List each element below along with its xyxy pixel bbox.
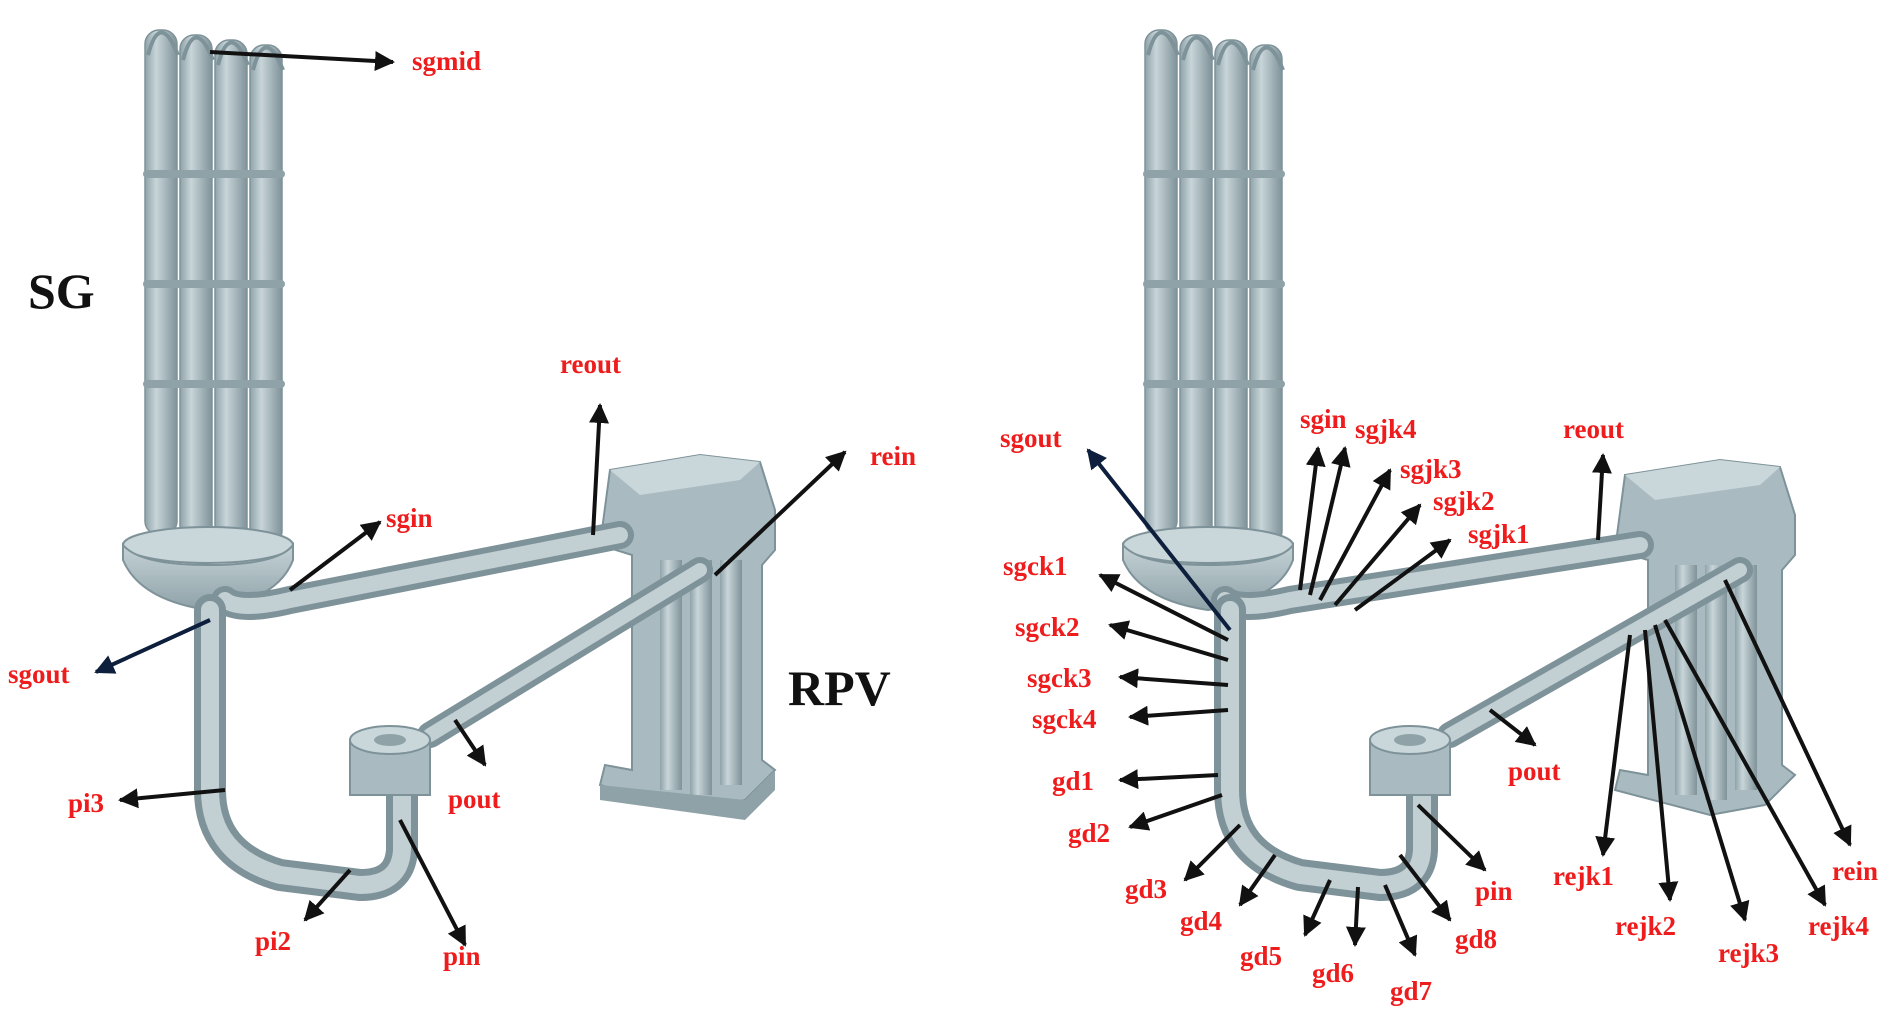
arrow-r-pout	[1488, 708, 1537, 747]
label-r-sgjk1: sgjk1	[1468, 519, 1530, 549]
label-sgout: sgout	[8, 659, 70, 689]
label-rpv: RPV	[788, 660, 891, 716]
label-pout: pout	[448, 784, 501, 814]
left-sg-tube-bundle	[143, 29, 285, 546]
label-r-sgjk3: sgjk3	[1400, 454, 1462, 484]
arrow-r-sgjk1	[1353, 538, 1452, 612]
label-r-sgck3: sgck3	[1027, 663, 1092, 693]
label-r-rejk2: rejk2	[1615, 911, 1676, 941]
label-r-sgck4: sgck4	[1032, 704, 1097, 734]
right-arrows	[1086, 446, 1852, 957]
arrow-sgout	[94, 618, 211, 674]
label-r-pout: pout	[1508, 756, 1561, 786]
arrow-r-gd3	[1183, 823, 1242, 882]
arrow-reout	[589, 403, 610, 536]
arrow-rein	[713, 450, 847, 577]
arrow-r-gd7	[1383, 884, 1418, 957]
right-rpv-vessel	[1613, 458, 1797, 817]
left-pipework	[194, 521, 713, 901]
arrow-r-sgck4	[1128, 705, 1229, 726]
label-r-sgout: sgout	[1000, 423, 1062, 453]
label-pin: pin	[443, 941, 481, 971]
label-pi3: pi3	[68, 788, 104, 818]
arrow-r-pin	[1416, 803, 1487, 872]
label-r-sgjk2: sgjk2	[1433, 486, 1495, 516]
arrow-sgmid	[209, 50, 395, 72]
arrow-r-sgjk4	[1308, 446, 1351, 596]
arrow-sgin	[288, 520, 382, 592]
arrow-r-sgjk2	[1333, 503, 1422, 607]
arrow-r-sgjk3	[1318, 468, 1392, 601]
label-sg: SG	[28, 263, 95, 319]
arrow-r-gd8	[1398, 853, 1452, 922]
label-r-gd6: gd6	[1312, 958, 1354, 988]
arrow-pout	[453, 718, 487, 767]
left-arrows	[94, 50, 847, 947]
arrow-r-rejk4	[1663, 619, 1827, 907]
label-r-sgin: sgin	[1300, 404, 1347, 434]
arrow-r-gd1	[1118, 769, 1219, 790]
label-r-sgck1: sgck1	[1003, 551, 1068, 581]
right-sg-tube-bundle	[1143, 29, 1285, 546]
arrow-r-sgout	[1086, 448, 1232, 632]
label-sgmid: sgmid	[412, 46, 481, 76]
label-rein: rein	[870, 441, 916, 471]
left-rpv-vessel	[598, 453, 777, 820]
right-pipework	[1211, 531, 1753, 901]
label-r-rejk1: rejk1	[1553, 861, 1614, 891]
label-r-gd4: gd4	[1180, 906, 1222, 936]
arrow-r-sgin	[1298, 446, 1326, 591]
label-r-gd5: gd5	[1240, 941, 1282, 971]
label-r-rejk4: rejk4	[1808, 911, 1869, 941]
label-sgin: sgin	[386, 503, 433, 533]
label-reout: reout	[560, 349, 621, 379]
arrow-r-gd2	[1128, 793, 1223, 831]
arrow-r-rejk1	[1595, 634, 1632, 857]
label-r-rejk3: rejk3	[1718, 938, 1779, 968]
label-r-gd3: gd3	[1125, 874, 1167, 904]
label-r-sgck2: sgck2	[1015, 612, 1080, 642]
label-r-gd2: gd2	[1068, 818, 1110, 848]
arrow-r-gd4	[1238, 853, 1277, 907]
arrow-r-rejk3	[1653, 624, 1750, 922]
label-r-gd7: gd7	[1390, 976, 1432, 1006]
label-r-sgjk4: sgjk4	[1355, 414, 1417, 444]
arrow-pin	[398, 819, 467, 947]
left-model: SG RPV sgmid reout rein sgin sgout pi3 p…	[8, 29, 916, 971]
arrow-r-sgck1	[1098, 573, 1229, 642]
label-pi2: pi2	[255, 926, 291, 956]
arrow-r-reout	[1591, 453, 1612, 541]
arrow-r-rein	[1723, 579, 1852, 847]
arrow-r-sgck2	[1108, 620, 1229, 662]
label-r-gd8: gd8	[1455, 924, 1497, 954]
arrow-pi3	[118, 788, 226, 809]
arrow-r-rejk2	[1643, 629, 1679, 902]
arrow-pi2	[303, 868, 352, 922]
right-model: sgout sgin sgjk4 sgjk3 sgjk2 sgjk1 reout…	[1000, 29, 1878, 1006]
arrow-r-gd5	[1303, 879, 1332, 937]
label-r-reout: reout	[1563, 414, 1624, 444]
arrow-r-gd6	[1345, 886, 1366, 947]
label-r-pin: pin	[1475, 876, 1513, 906]
arrow-r-sgck3	[1118, 668, 1229, 689]
label-r-gd1: gd1	[1052, 766, 1094, 796]
label-r-rein: rein	[1832, 856, 1878, 886]
